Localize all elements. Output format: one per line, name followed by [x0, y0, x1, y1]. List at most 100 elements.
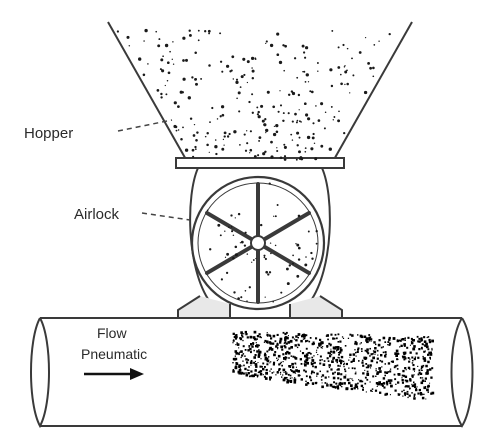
airlock-particle — [240, 296, 243, 299]
pipe-particle — [240, 356, 242, 359]
pipe-particle — [369, 336, 372, 339]
pipe-particle — [335, 337, 338, 340]
pipe-particle — [254, 363, 258, 366]
airlock-rotor — [190, 175, 326, 311]
hopper-particle — [333, 116, 336, 118]
hopper-particle — [200, 77, 203, 80]
pipe-particle — [388, 336, 391, 340]
pipe-particle — [409, 344, 411, 346]
pipe-particle — [261, 365, 263, 368]
pipe-particle — [250, 375, 252, 377]
pipe-particle — [345, 387, 349, 391]
pipe-particle — [271, 372, 274, 374]
pipe-particle — [368, 338, 371, 341]
pipe-particle — [327, 338, 329, 341]
pipe-particle — [385, 353, 387, 356]
hopper-particle — [307, 81, 310, 83]
hopper-particle — [180, 137, 183, 141]
pipe-left-end — [30, 317, 50, 429]
pipe-particle — [303, 337, 306, 340]
pipe-particle — [289, 339, 293, 343]
pipe-particle — [283, 371, 285, 373]
pipe-particle — [421, 346, 423, 349]
pipe-particle — [269, 362, 271, 364]
pipe-particle — [413, 393, 416, 396]
hopper-particle — [197, 29, 200, 32]
pipe-particle — [304, 363, 307, 367]
hopper-particle — [294, 112, 297, 116]
pipe-particle — [328, 342, 331, 345]
pipe-particle — [335, 382, 338, 385]
hopper-particle — [296, 76, 299, 79]
pipe-particle — [294, 372, 297, 374]
pipe-particle — [305, 340, 307, 342]
pipe-particle — [262, 362, 265, 365]
hopper-particle — [344, 83, 346, 86]
pipe-particle — [397, 393, 399, 395]
hopper-particle — [305, 46, 309, 50]
pipe-particle — [279, 341, 282, 344]
hopper-particle — [219, 115, 222, 118]
hopper-particle — [338, 110, 340, 113]
airlock-particle — [234, 253, 238, 257]
pipe-particle — [306, 362, 309, 365]
pipe-particle — [423, 393, 425, 395]
pipe-particle — [404, 339, 406, 341]
pipe-particle — [407, 357, 410, 359]
hopper-particle — [310, 90, 314, 94]
pipe-particle — [363, 335, 367, 338]
pipe-particle — [388, 343, 391, 346]
hopper-particle — [320, 144, 324, 148]
pipe-particle — [354, 367, 356, 370]
pipe-particle — [401, 374, 404, 377]
pipe-particle — [266, 350, 269, 353]
hopper-particle — [194, 51, 197, 55]
airlock-particle — [264, 257, 267, 261]
pipe-particle — [241, 365, 243, 367]
pipe-particle — [366, 340, 369, 344]
pipe-particle — [397, 381, 400, 384]
pipe-particle — [328, 366, 331, 369]
pipe-particle — [293, 338, 296, 340]
pipe-particle — [315, 381, 318, 384]
pipe-particle — [428, 340, 432, 344]
hopper-particle — [158, 38, 161, 41]
pipe-particle — [260, 336, 262, 339]
hopper-particle — [312, 132, 315, 136]
pipe-particle — [288, 347, 291, 350]
pipe-right-end — [450, 317, 474, 428]
hopper-particle — [265, 42, 267, 45]
pipe-particle — [366, 370, 369, 373]
airlock-particle — [315, 230, 318, 233]
pipe-particle — [421, 369, 423, 371]
hopper-particle — [291, 91, 296, 96]
pipe-particle — [362, 387, 364, 389]
pipe-particle — [270, 368, 272, 370]
pipe-particle — [257, 353, 261, 356]
pipe-particle — [282, 361, 284, 363]
pipe-particle — [277, 348, 279, 350]
pipe-particle — [361, 361, 364, 364]
pipe-particle — [407, 385, 410, 388]
airlock-particle — [274, 215, 277, 218]
pipe-particle — [364, 376, 367, 379]
pipe-particle — [334, 333, 337, 336]
pipe-particle — [402, 355, 405, 359]
pipe-particle — [399, 339, 402, 342]
pipe-particle — [379, 370, 382, 373]
pipe-particle — [369, 367, 372, 369]
pipe-particle — [283, 377, 286, 380]
pipe-particle — [421, 369, 422, 371]
pipe-particle — [310, 362, 312, 364]
pipe-particle — [310, 337, 312, 339]
pipe-particle — [267, 335, 269, 337]
pipe-particle — [350, 384, 353, 387]
pipe-particle — [320, 376, 323, 378]
pipe-particle — [235, 344, 237, 346]
pipe-particle — [268, 356, 270, 358]
hopper-particle — [296, 119, 299, 122]
hopper-particle — [222, 138, 225, 141]
pipe-particle — [340, 362, 342, 365]
hopper-particle — [257, 154, 260, 157]
pipe-particle — [385, 371, 389, 374]
